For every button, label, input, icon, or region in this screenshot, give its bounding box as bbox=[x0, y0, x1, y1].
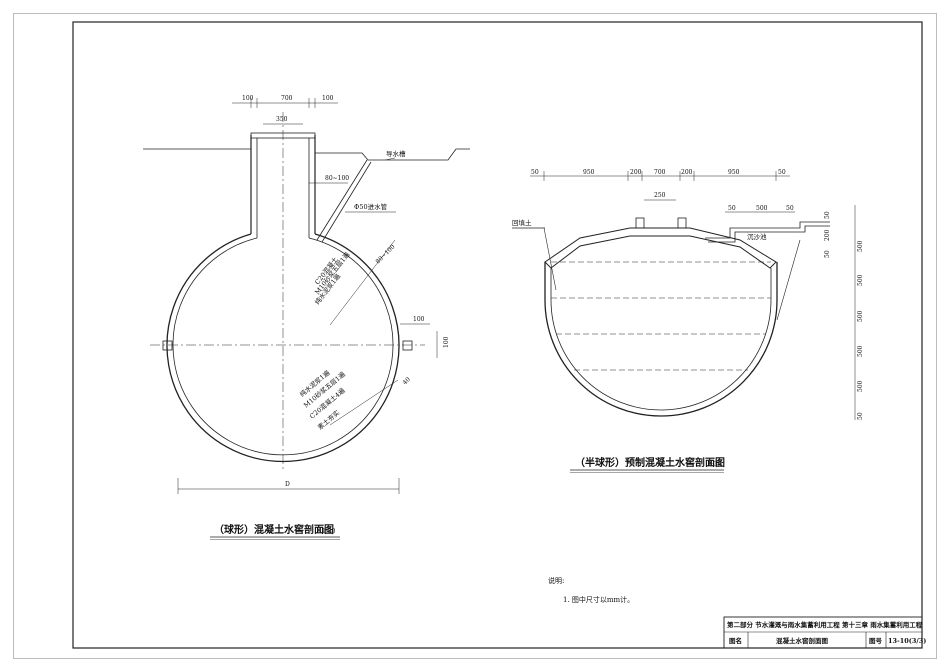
left-layers-lower: 纯水泥浆1遍 M10砂浆五层1遍 C20混凝土4遍 素土夯实 bbox=[298, 368, 348, 432]
right-dim-top-6: 50 bbox=[778, 169, 786, 176]
title-block-no-label: 图号 bbox=[869, 636, 883, 645]
right-scale: 1:30 bbox=[708, 461, 722, 468]
left-dim-D: D bbox=[285, 481, 290, 488]
left-dim-top-0: 100 bbox=[242, 95, 254, 102]
right-dim-top-3: 700 bbox=[654, 169, 666, 176]
title-block-header: 第二部分 节水灌溉与雨水集蓄利用工程 第十三章 雨水集蓄利用工程 bbox=[727, 620, 923, 629]
left-layers-upper: C20混凝土 M10砂浆五层1遍 纯水泥浆1遍 bbox=[312, 250, 351, 307]
right-caption: （半球形）预制混凝土水窖剖面图 bbox=[575, 456, 725, 469]
drawing-sheet-border bbox=[13, 13, 937, 659]
right-dim-side-8: 50 bbox=[857, 412, 864, 420]
right-dim-top-0: 50 bbox=[531, 169, 539, 176]
title-block-no-value: 13-10(3/3) bbox=[888, 637, 926, 645]
title-block-name-label: 图名 bbox=[729, 636, 742, 645]
notes-title: 说明: bbox=[548, 576, 564, 585]
left-dim-40: 40 bbox=[401, 376, 411, 386]
right-dim-side-7: 500 bbox=[857, 240, 864, 252]
notes-item-0: 1. 图中尺寸以mm计。 bbox=[563, 595, 634, 604]
right-dim-side-3: 500 bbox=[857, 274, 864, 286]
left-dim-neck: 350 bbox=[276, 116, 288, 123]
left-dim-top-1: 700 bbox=[281, 95, 293, 102]
right-dim-basin-1: 500 bbox=[756, 205, 768, 212]
left-scale: 1:30 bbox=[322, 528, 336, 535]
right-dim-top-1: 950 bbox=[583, 169, 595, 176]
left-dim-wall2: 80~100 bbox=[374, 243, 396, 265]
left-dim-top-2: 100 bbox=[322, 95, 334, 102]
right-label-backfill: 回填土 bbox=[512, 218, 532, 227]
right-dim-neck: 250 bbox=[654, 192, 666, 199]
right-dims-side: 50 200 50 500 500 500 500 500 50 bbox=[824, 211, 864, 420]
right-label-basin: 沉沙池 bbox=[747, 232, 767, 241]
left-label-groove: 导水槽 bbox=[386, 149, 406, 158]
title-block-name-value: 混凝土水窖剖面图 bbox=[776, 636, 829, 645]
left-label-pipe: Φ50进水管 bbox=[354, 202, 388, 211]
left-dim-wall: 80~100 bbox=[325, 175, 349, 182]
right-dim-side-4: 500 bbox=[857, 310, 864, 322]
right-dim-basin-2: 50 bbox=[786, 205, 794, 212]
left-caption: （球形）混凝土水窖剖面图 bbox=[214, 523, 334, 536]
left-dim-lug-h: 100 bbox=[443, 336, 450, 348]
right-dim-side-5: 500 bbox=[857, 345, 864, 357]
right-dim-basin-0: 50 bbox=[728, 205, 736, 212]
title-block bbox=[723, 616, 923, 649]
drawing-frame bbox=[72, 21, 923, 649]
right-dim-side-1: 200 bbox=[824, 229, 831, 241]
hemispherical-cistern-section bbox=[512, 171, 856, 420]
right-dim-side-2: 50 bbox=[824, 250, 831, 258]
right-dim-top-2: 200 bbox=[630, 169, 642, 176]
left-dim-lug-w: 100 bbox=[413, 316, 425, 323]
right-dim-side-6: 500 bbox=[857, 380, 864, 392]
spherical-cistern-section bbox=[143, 98, 470, 494]
right-dim-top-4: 200 bbox=[681, 169, 693, 176]
right-dim-side-0: 50 bbox=[824, 211, 831, 219]
right-dim-top-5: 950 bbox=[728, 169, 740, 176]
